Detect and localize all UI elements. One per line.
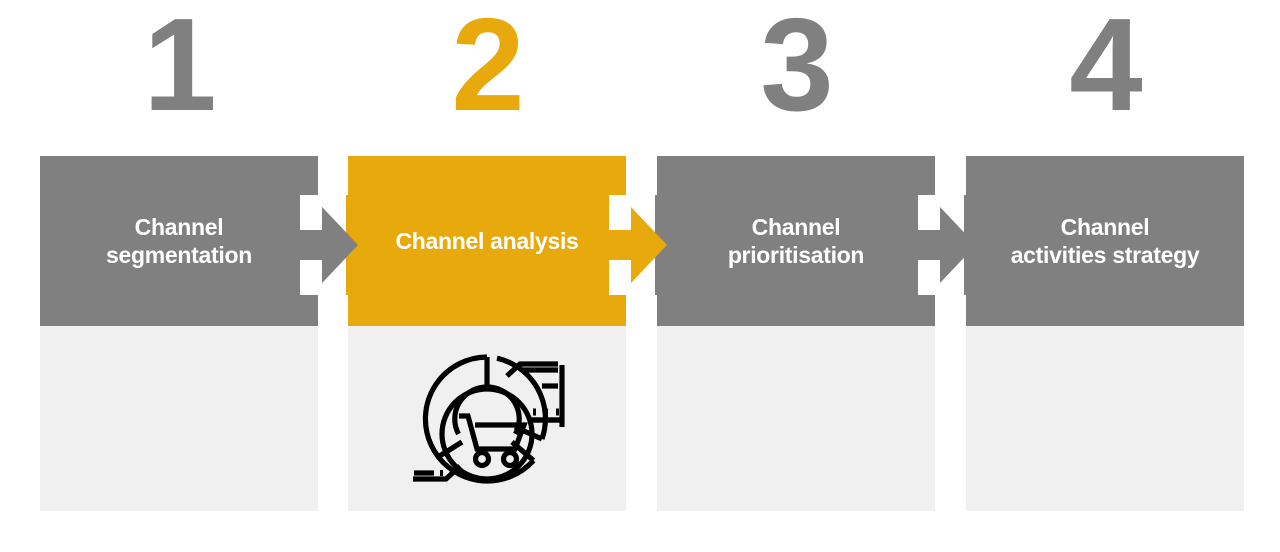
step-number-4: 4: [1069, 0, 1142, 138]
step-panel-4-label: Channel activities strategy: [1010, 214, 1200, 268]
step-panel-1-body: [40, 326, 318, 511]
donut-chart-shopping-cart-icon: [402, 339, 572, 499]
step-panel-2-label: Channel analysis: [395, 228, 579, 254]
step-panel-3-header: Channel prioritisation: [657, 156, 935, 326]
connector-arrow-1-to-2: [288, 195, 358, 295]
connector-arrow-3-to-4: [906, 195, 976, 295]
step-number-3: 3: [760, 0, 833, 138]
step-panel-4-header: Channel activities strategy: [966, 156, 1244, 326]
step-panel-2[interactable]: Channel analysis: [348, 156, 626, 511]
step-panel-4-body: [966, 326, 1244, 511]
step-panel-3[interactable]: Channel prioritisation: [657, 156, 935, 511]
step-panel-2-body: [348, 326, 626, 511]
step-panel-1[interactable]: Channel segmentation: [40, 156, 318, 511]
step-panel-3-label: Channel prioritisation: [727, 214, 865, 268]
step-number-2: 2: [451, 0, 524, 138]
step-number-1: 1: [143, 0, 216, 138]
step-panel-4[interactable]: Channel activities strategy: [966, 156, 1244, 511]
step-panel-2-header: Channel analysis: [348, 156, 626, 326]
connector-arrow-2-to-3: [597, 195, 667, 295]
step-panel-1-header: Channel segmentation: [40, 156, 318, 326]
step-panel-3-body: [657, 326, 935, 511]
step-panel-1-label: Channel segmentation: [106, 214, 252, 268]
